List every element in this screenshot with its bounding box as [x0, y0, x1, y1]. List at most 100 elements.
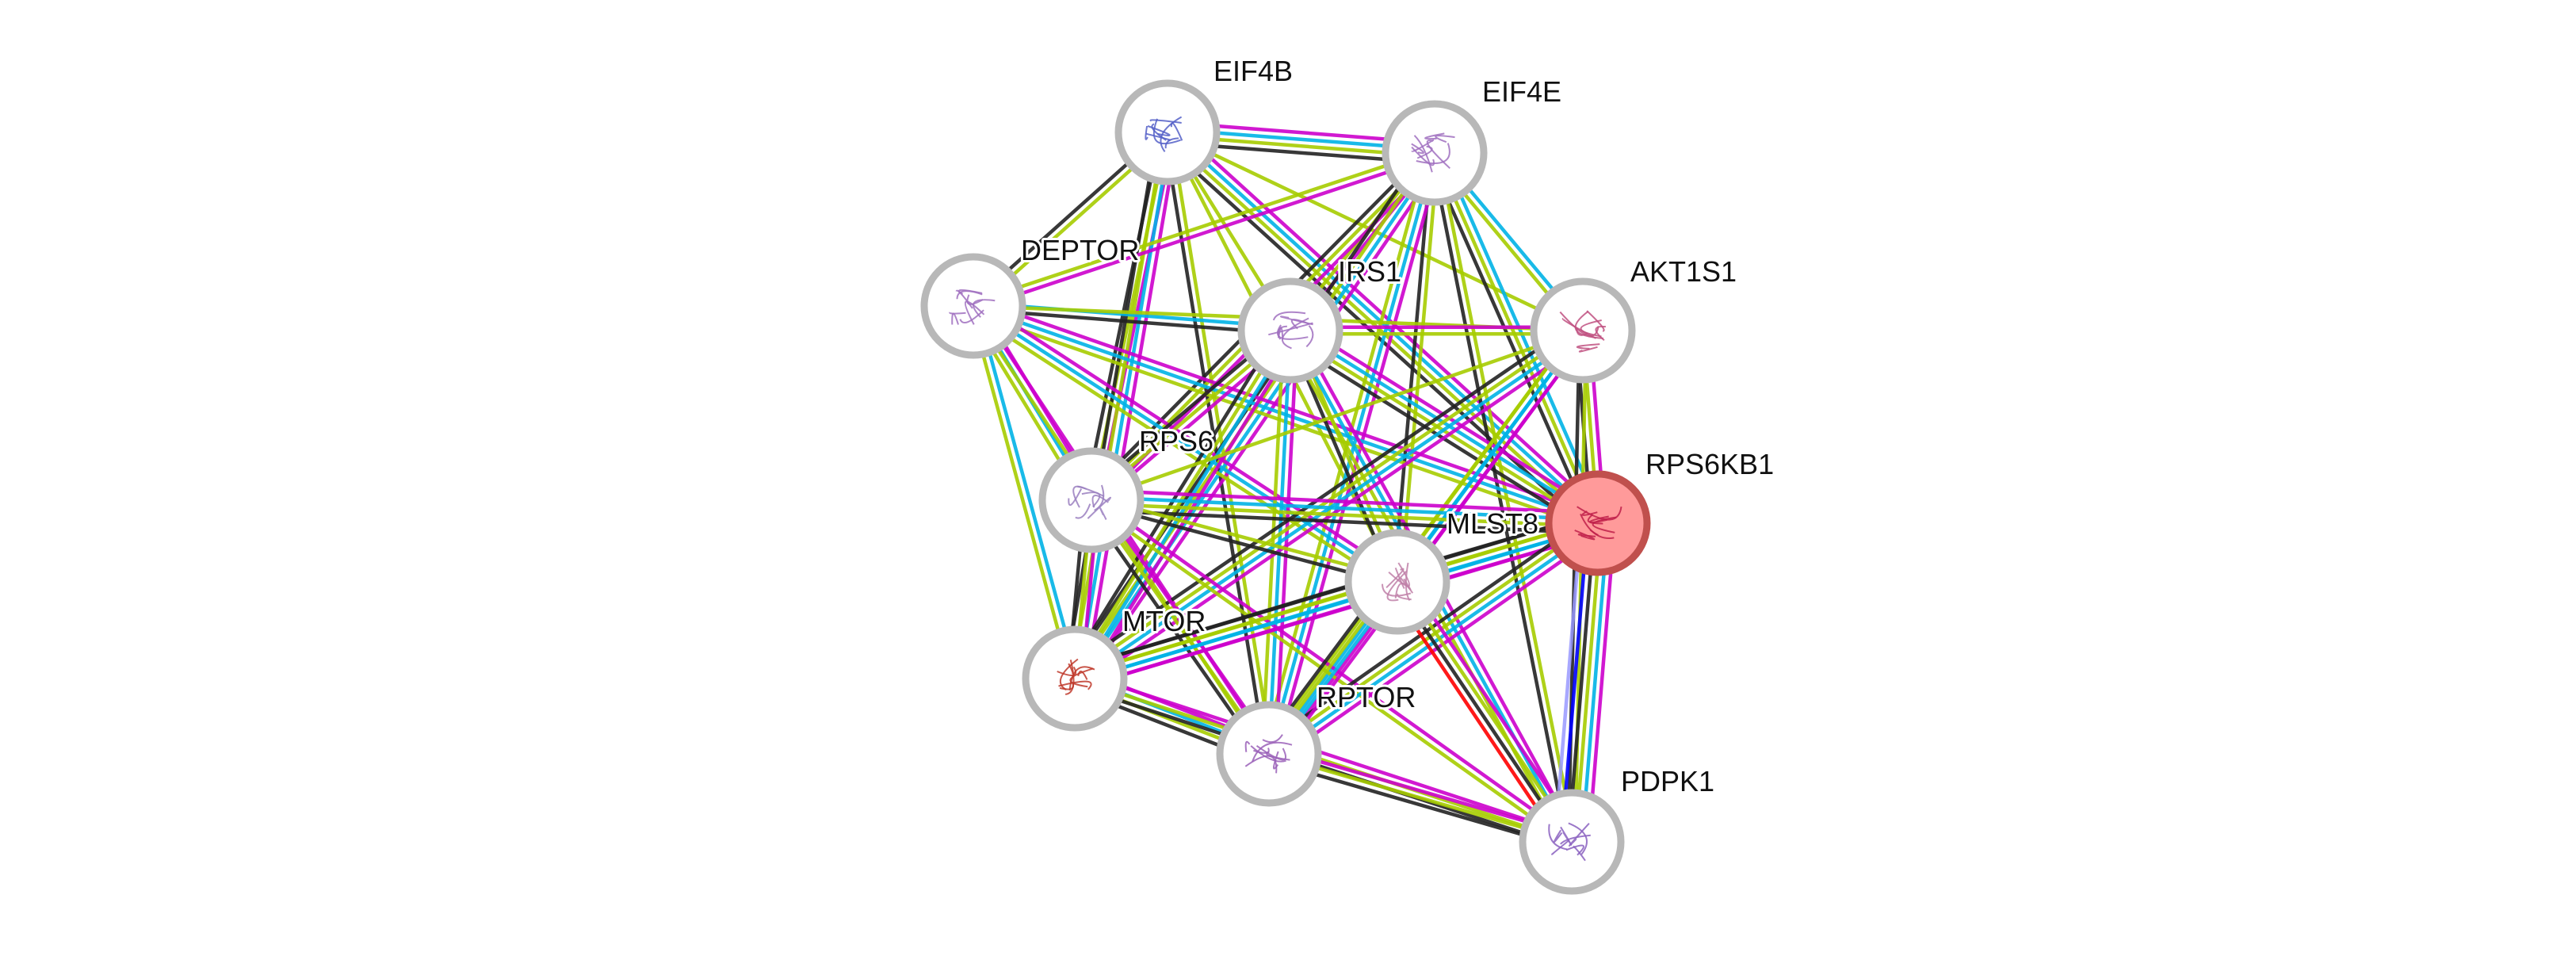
node-mlst8[interactable]: [1344, 529, 1450, 635]
structure-stroke: [1091, 495, 1109, 508]
structure-stroke: [1147, 125, 1171, 136]
protein-structure-icon: [1057, 658, 1095, 695]
node-label-eif4e: EIF4E: [1482, 75, 1561, 108]
structure-stroke: [1282, 317, 1309, 350]
structure-stroke: [959, 309, 984, 323]
protein-structure-icon: [1068, 484, 1112, 520]
edge-evidence-databases: [974, 303, 1080, 680]
node-circle: [1022, 625, 1128, 732]
edge-evidence-cooccurrence: [1560, 520, 1590, 843]
node-irs1[interactable]: [1237, 277, 1343, 384]
structure-stroke: [1068, 666, 1095, 691]
structure-stroke: [1411, 146, 1435, 166]
node-label-mlst8: MLST8: [1447, 507, 1538, 540]
edge-rps6-rps6kb1[interactable]: [1089, 488, 1600, 535]
edge-evidence-textmining: [1432, 151, 1600, 526]
nodes-layer: [920, 79, 1651, 895]
edge-akt1s1-rps6[interactable]: [1089, 328, 1585, 503]
edge-evidence-textmining: [970, 147, 1435, 305]
edge-evidence-databases: [1168, 128, 1603, 523]
edge-rps6-mlst8[interactable]: [1088, 495, 1401, 587]
edge-evidence-textmining: [1072, 576, 1399, 678]
structure-stroke: [1164, 137, 1179, 149]
edge-evidence-textmining: [1087, 501, 1572, 847]
structure-stroke: [1577, 533, 1596, 537]
edge-evidence-experiments: [1404, 574, 1582, 839]
edge-rps6-pdpk1[interactable]: [1087, 495, 1576, 847]
edge-evidence-coexpression: [1566, 521, 1597, 843]
edge-evidence-coexpression: [1265, 758, 1572, 851]
protein-structure-icon: [949, 289, 996, 325]
structure-stroke: [1569, 823, 1590, 847]
edge-evidence-experiments: [1075, 670, 1576, 838]
structure-stroke: [1244, 740, 1251, 752]
structure-stroke: [1068, 663, 1074, 674]
edge-evidence-textmining: [1260, 328, 1286, 755]
structure-stroke: [1578, 346, 1598, 353]
structure-stroke: [1581, 511, 1598, 516]
edge-evidence-databases: [971, 304, 1400, 584]
structure-stroke: [1565, 844, 1584, 856]
node-rps6kb1[interactable]: [1545, 470, 1651, 576]
edge-evidence-experiments: [1081, 334, 1301, 686]
structure-stroke: [1059, 658, 1079, 690]
protein-structure-icon: [1559, 310, 1606, 353]
structure-stroke: [1595, 325, 1606, 341]
edge-mtor-pdpk1[interactable]: [1071, 670, 1576, 851]
structure-stroke: [1548, 824, 1568, 851]
edge-evidence-textmining: [1573, 522, 1603, 844]
edge-evidence-databases: [1089, 495, 1600, 522]
edge-evidence-textmining: [1069, 130, 1167, 680]
structure-stroke: [1152, 118, 1181, 144]
edge-evidence-experiments: [1269, 745, 1576, 838]
node-rptor[interactable]: [1216, 701, 1322, 807]
structure-stroke: [1592, 516, 1617, 533]
structure-stroke: [1252, 741, 1293, 763]
protein-structure-icon: [1382, 562, 1414, 602]
edge-evidence-textmining: [1089, 328, 1585, 503]
structure-stroke: [1559, 311, 1599, 337]
structure-stroke: [1435, 135, 1455, 143]
edge-evidence-neighborhood: [1553, 520, 1584, 843]
edge-mlst8-mtor[interactable]: [1070, 570, 1402, 690]
protein-structure-icon: [1411, 132, 1455, 173]
edge-evidence-coexpression: [971, 307, 1292, 336]
edge-rps6kb1-pdpk1[interactable]: [1553, 520, 1617, 845]
protein-structure-icon: [1268, 311, 1314, 350]
node-eif4b[interactable]: [1114, 79, 1221, 185]
edge-deptor-mlst8[interactable]: [968, 298, 1403, 590]
edge-deptor-mtor[interactable]: [968, 303, 1080, 682]
node-rps6[interactable]: [1038, 447, 1145, 553]
structure-stroke: [1426, 140, 1450, 170]
structure-stroke: [1411, 143, 1424, 155]
structure-stroke: [1075, 503, 1091, 519]
node-label-rps6: RPS6: [1139, 425, 1213, 457]
node-pdpk1[interactable]: [1519, 789, 1625, 895]
protein-structure-icon: [1145, 116, 1183, 153]
structure-stroke: [1268, 322, 1313, 336]
structure-stroke: [964, 300, 985, 325]
node-mtor[interactable]: [1022, 625, 1128, 732]
structure-stroke: [1587, 514, 1608, 523]
structure-stroke: [1382, 583, 1412, 597]
edge-eif4e-deptor[interactable]: [970, 147, 1438, 312]
structure-stroke: [1145, 132, 1171, 141]
structure-stroke: [1069, 667, 1094, 688]
node-deptor[interactable]: [920, 253, 1026, 359]
structure-stroke: [1272, 311, 1306, 321]
edge-evidence-textmining: [968, 309, 1396, 590]
node-circle: [1114, 79, 1221, 185]
protein-structure-icon: [1574, 506, 1622, 541]
protein-structure-icon: [1244, 734, 1293, 774]
structure-stroke: [1424, 132, 1445, 140]
edge-evidence-experiments: [1090, 488, 1600, 515]
edge-evidence-coexpression: [1089, 508, 1599, 535]
structure-stroke: [1058, 680, 1092, 690]
structure-stroke: [1411, 139, 1435, 152]
node-akt1s1[interactable]: [1530, 277, 1636, 384]
structure-stroke: [973, 299, 996, 318]
edge-evidence-textmining: [969, 310, 1598, 532]
edge-evidence-experiments: [1273, 530, 1606, 764]
structure-stroke: [951, 312, 959, 325]
node-eif4e[interactable]: [1382, 100, 1488, 206]
